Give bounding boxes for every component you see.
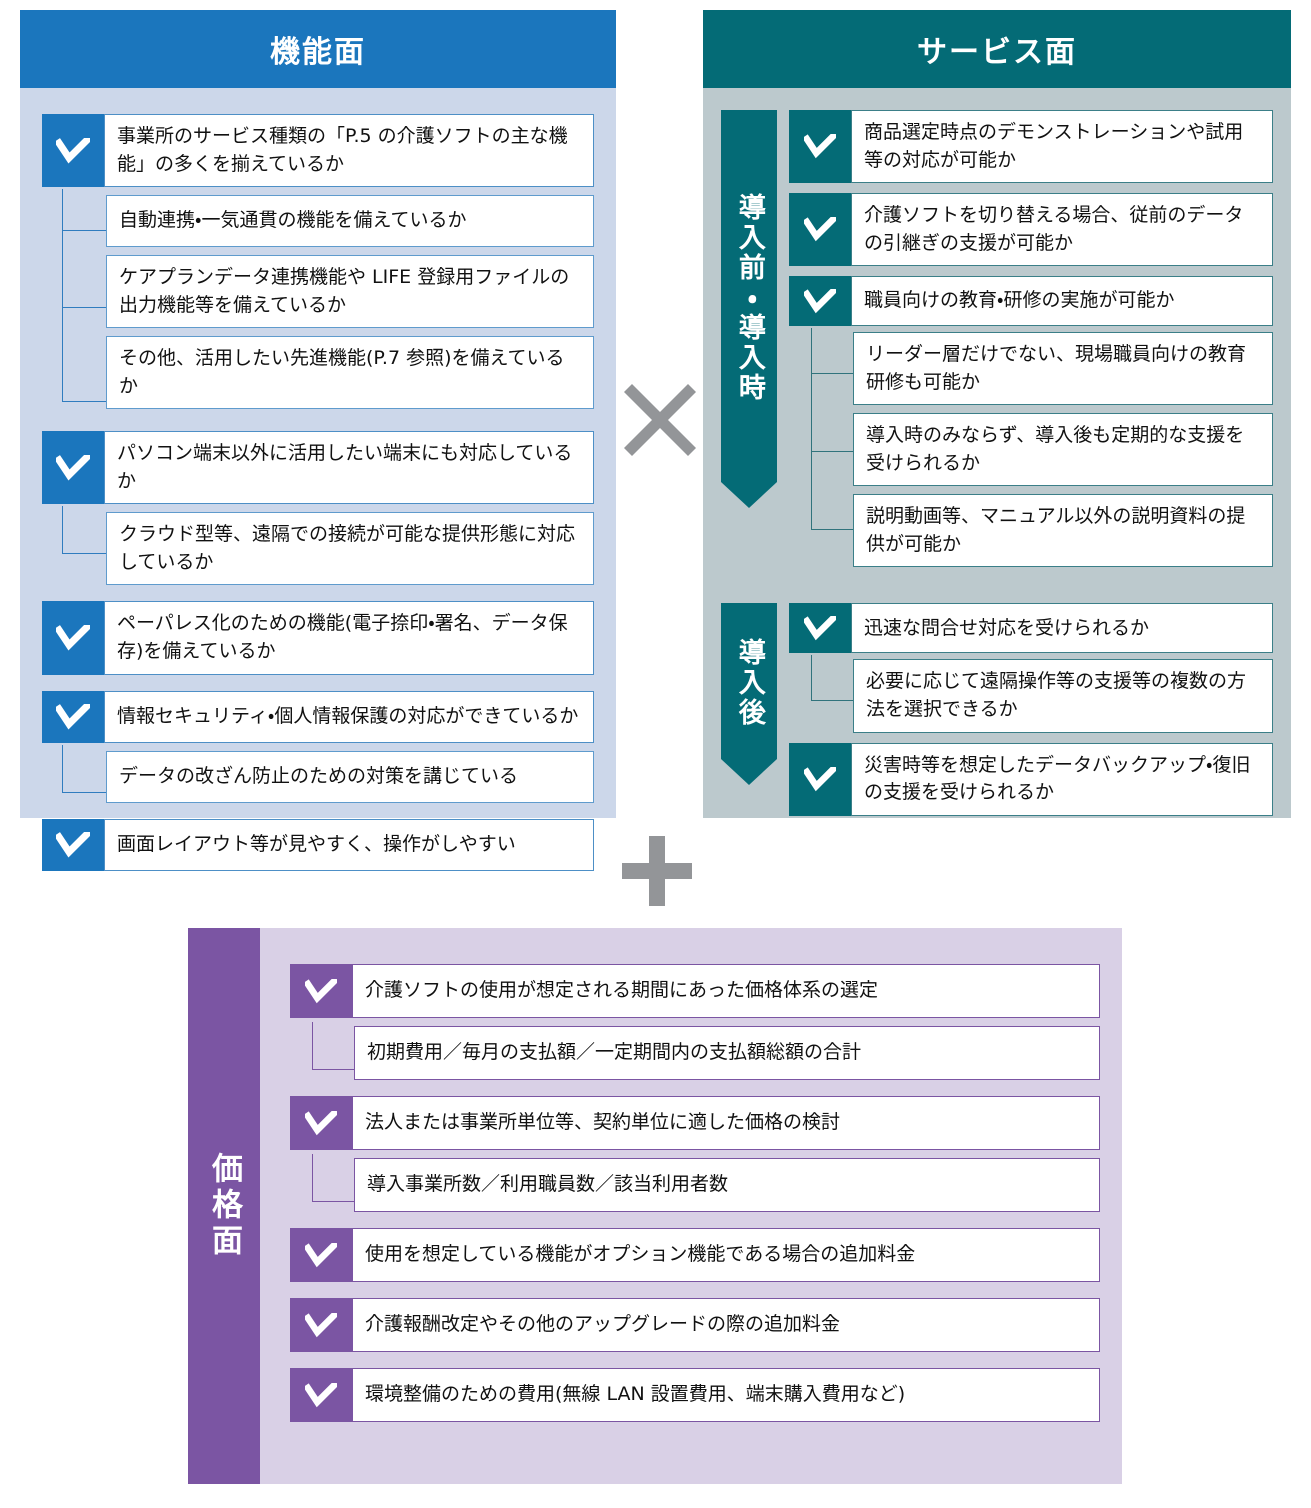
check-icon — [42, 690, 104, 743]
price-label: 価格面 — [206, 1152, 243, 1260]
checklist-label: 商品選定時点のデモンストレーションや試用等の対応が可能か — [851, 110, 1273, 184]
checklist-sublabel: クラウド型等、遠隔での接続が可能な提供形態に対応しているか — [106, 512, 594, 586]
checklist-row[interactable]: 法人または事業所単位等、契約単位に適した価格の検討 — [290, 1096, 1100, 1150]
checklist-sublabel: 説明動画等、マニュアル以外の説明資料の提供が可能か — [853, 494, 1273, 568]
checklist-row[interactable]: 環境整備のための費用(無線 LAN 設置費用、端末購入費用など) — [290, 1368, 1100, 1422]
plus-operator-icon — [618, 832, 696, 910]
phase-arrow-after: 導入後 — [721, 603, 777, 786]
phase-label: 導入前・導入時 — [733, 193, 765, 403]
checklist-label: 介護ソフトの使用が想定される期間にあった価格体系の選定 — [352, 964, 1100, 1018]
check-icon — [42, 601, 104, 675]
checklist-label: 介護ソフトを切り替える場合、従前のデータの引継ぎの支援が可能か — [851, 193, 1273, 267]
phase-column: 導入前・導入時 — [721, 110, 777, 508]
check-icon — [290, 1096, 352, 1150]
checklist-row[interactable]: ペーパレス化のための機能(電子捺印・署名、データ保存)を備えているか — [42, 601, 594, 675]
checklist-subrow[interactable]: クラウド型等、遠隔での接続が可能な提供形態に対応しているか — [106, 512, 594, 586]
checklist-row[interactable]: 介護ソフトを切り替える場合、従前のデータの引継ぎの支援が可能か — [789, 193, 1273, 267]
checklist-subrow[interactable]: 導入事業所数／利用職員数／該当利用者数 — [354, 1158, 1100, 1212]
checklist-sublabel: ケアプランデータ連携機能や LIFE 登録用ファイルの出力機能等を備えているか — [106, 255, 594, 329]
check-icon — [290, 1298, 352, 1352]
checklist-row[interactable]: 職員向けの教育・研修の実施が可能か — [789, 276, 1273, 327]
service-phase-group: 導入前・導入時 商品選定時点のデモンストレーションや試用等の対応が可能か 介護ソ… — [721, 110, 1273, 568]
phase-label: 導入後 — [733, 638, 765, 729]
price-panel: 価格面 介護ソフトの使用が想定される期間にあった価格体系の選定 初期費用／毎月の… — [188, 928, 1122, 1484]
function-panel-title: 機能面 — [270, 35, 366, 70]
checklist-sublabel: 導入事業所数／利用職員数／該当利用者数 — [354, 1158, 1100, 1212]
checklist-label: 環境整備のための費用(無線 LAN 設置費用、端末購入費用など) — [352, 1368, 1100, 1422]
price-rows: 介護ソフトの使用が想定される期間にあった価格体系の選定 初期費用／毎月の支払額／… — [260, 928, 1122, 1484]
check-icon — [789, 276, 851, 327]
check-icon — [42, 114, 104, 188]
phase-column: 導入後 — [721, 603, 777, 786]
checklist-label: 災害時等を想定したデータバックアップ・復旧の支援を受けられるか — [851, 742, 1273, 816]
checklist-row[interactable]: 災害時等を想定したデータバックアップ・復旧の支援を受けられるか — [789, 742, 1273, 816]
service-panel-body: 導入前・導入時 商品選定時点のデモンストレーションや試用等の対応が可能か 介護ソ… — [703, 88, 1291, 818]
check-icon — [789, 193, 851, 267]
checklist-row[interactable]: 迅速な問合せ対応を受けられるか — [789, 603, 1273, 654]
checklist-label: 介護報酬改定やその他のアップグレードの際の追加料金 — [352, 1298, 1100, 1352]
checklist-label: 使用を想定している機能がオプション機能である場合の追加料金 — [352, 1228, 1100, 1282]
service-panel: サービス面 導入前・導入時 商品選定時点のデモンストレーションや試用等の対応が可… — [703, 10, 1291, 818]
function-panel: 機能面 事業所のサービス種類の「P.5 の介護ソフトの主な機能」の多くを揃えてい… — [20, 10, 616, 871]
checklist-sublabel: 必要に応じて遠隔操作等の支援等の複数の方法を選択できるか — [853, 659, 1273, 733]
check-icon — [290, 964, 352, 1018]
checklist-label: ペーパレス化のための機能(電子捺印・署名、データ保存)を備えているか — [104, 601, 594, 675]
checklist-subrow[interactable]: リーダー層だけでない、現場職員向けの教育研修も可能か — [853, 332, 1273, 406]
service-phase-group: 導入後 迅速な問合せ対応を受けられるか 必要に応じて遠隔操作等の支援等の複数の方… — [721, 603, 1273, 816]
phase-arrow-before: 導入前・導入時 — [721, 110, 777, 508]
checklist-subrow[interactable]: ケアプランデータ連携機能や LIFE 登録用ファイルの出力機能等を備えているか — [106, 255, 594, 329]
check-icon — [789, 603, 851, 654]
service-panel-header: サービス面 — [703, 10, 1291, 88]
checklist-row[interactable]: 事業所のサービス種類の「P.5 の介護ソフトの主な機能」の多くを揃えているか — [42, 114, 594, 188]
checklist-row[interactable]: 情報セキュリティ・個人情報保護の対応ができているか — [42, 690, 594, 743]
times-operator-icon — [618, 378, 702, 462]
checklist-sublabel: 導入時のみならず、導入後も定期的な支援を受けられるか — [853, 413, 1273, 487]
check-icon — [42, 431, 104, 505]
price-side-bar: 価格面 — [188, 928, 260, 1484]
check-icon — [290, 1228, 352, 1282]
service-rows: 商品選定時点のデモンストレーションや試用等の対応が可能か 介護ソフトを切り替える… — [789, 110, 1273, 568]
price-panel-body: 価格面 介護ソフトの使用が想定される期間にあった価格体系の選定 初期費用／毎月の… — [188, 928, 1122, 1484]
checklist-subrow[interactable]: 必要に応じて遠隔操作等の支援等の複数の方法を選択できるか — [853, 659, 1273, 733]
checklist-subrow[interactable]: 説明動画等、マニュアル以外の説明資料の提供が可能か — [853, 494, 1273, 568]
checklist-label: 事業所のサービス種類の「P.5 の介護ソフトの主な機能」の多くを揃えているか — [104, 114, 594, 188]
checklist-label: 職員向けの教育・研修の実施が可能か — [851, 276, 1273, 327]
checklist-row[interactable]: 使用を想定している機能がオプション機能である場合の追加料金 — [290, 1228, 1100, 1282]
function-panel-header: 機能面 — [20, 10, 616, 88]
checklist-row[interactable]: 介護報酬改定やその他のアップグレードの際の追加料金 — [290, 1298, 1100, 1352]
checklist-sublabel: データの改ざん防止のための対策を講じている — [106, 750, 594, 803]
checklist-sublabel: 初期費用／毎月の支払額／一定期間内の支払額総額の合計 — [354, 1026, 1100, 1080]
checklist-label: 法人または事業所単位等、契約単位に適した価格の検討 — [352, 1096, 1100, 1150]
checklist-subrow[interactable]: 自動連携・一気通貫の機能を備えているか — [106, 195, 594, 248]
check-icon — [290, 1368, 352, 1422]
checklist-row[interactable]: 介護ソフトの使用が想定される期間にあった価格体系の選定 — [290, 964, 1100, 1018]
service-panel-title: サービス面 — [917, 35, 1077, 70]
checklist-subrow[interactable]: 導入時のみならず、導入後も定期的な支援を受けられるか — [853, 413, 1273, 487]
checklist-label: 情報セキュリティ・個人情報保護の対応ができているか — [104, 690, 594, 743]
checklist-sublabel: 自動連携・一気通貫の機能を備えているか — [106, 195, 594, 248]
check-icon — [789, 110, 851, 184]
checklist-subrow[interactable]: 初期費用／毎月の支払額／一定期間内の支払額総額の合計 — [354, 1026, 1100, 1080]
checklist-label: 画面レイアウト等が見やすく、操作がしやすい — [104, 818, 594, 871]
service-rows: 迅速な問合せ対応を受けられるか 必要に応じて遠隔操作等の支援等の複数の方法を選択… — [789, 603, 1273, 816]
checklist-sublabel: その他、活用したい先進機能(P.7 参照)を備えているか — [106, 336, 594, 410]
checklist-row[interactable]: 画面レイアウト等が見やすく、操作がしやすい — [42, 818, 594, 871]
checklist-subrow[interactable]: その他、活用したい先進機能(P.7 参照)を備えているか — [106, 336, 594, 410]
check-icon — [42, 818, 104, 871]
checklist-label: パソコン端末以外に活用したい端末にも対応しているか — [104, 431, 594, 505]
checklist-subrow[interactable]: データの改ざん防止のための対策を講じている — [106, 750, 594, 803]
checklist-label: 迅速な問合せ対応を受けられるか — [851, 603, 1273, 654]
check-icon — [789, 742, 851, 816]
checklist-row[interactable]: 商品選定時点のデモンストレーションや試用等の対応が可能か — [789, 110, 1273, 184]
checklist-row[interactable]: パソコン端末以外に活用したい端末にも対応しているか — [42, 431, 594, 505]
function-panel-body: 事業所のサービス種類の「P.5 の介護ソフトの主な機能」の多くを揃えているか 自… — [20, 88, 616, 871]
checklist-sublabel: リーダー層だけでない、現場職員向けの教育研修も可能か — [853, 332, 1273, 406]
